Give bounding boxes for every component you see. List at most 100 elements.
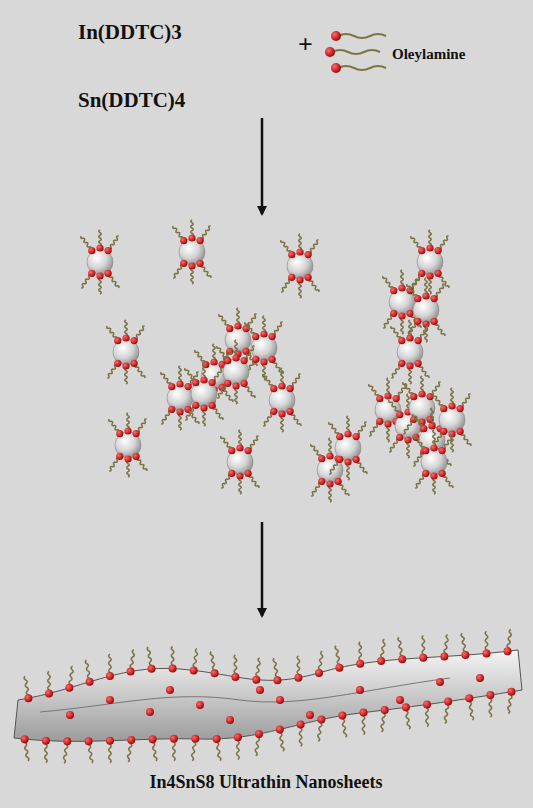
ligand-head [209,402,216,409]
ligand-tail [191,268,194,284]
ligand-tail [461,394,470,407]
ligand-head [188,234,195,241]
ligand-tail [329,438,332,454]
ligand-tail [235,340,238,356]
ligand-tail [403,421,412,434]
ligand-tail [425,278,428,294]
ligand-tail [357,422,366,435]
ligand-head [236,444,243,451]
ligand-head [318,478,325,485]
ligand-tail [109,419,119,432]
ligand-head [422,470,429,477]
ligand-head [192,379,199,386]
ligand-tail [273,322,282,335]
ligand-head [305,274,312,281]
ligand-tail [311,444,321,457]
ligand-head [465,694,473,702]
product-caption: In4SnS8 Ultrathin Nanosheets [149,772,382,793]
ligand-tail [221,475,230,488]
ligand-head [428,422,435,429]
ligand-head [419,654,427,662]
ligand-tail [281,368,284,384]
ligand-tail [433,394,443,407]
ligand-head [197,260,204,267]
ligand-head [315,669,323,677]
ligand-head [241,380,248,387]
ligand-head [116,453,123,460]
ligand-head [448,402,455,409]
ligand-head [305,251,312,258]
ligand-head [426,244,433,251]
ligand-tail [291,374,300,387]
ligand-tail [433,478,436,494]
ligand-tail [213,344,216,360]
oleylamine-icon [325,31,386,73]
ligand-head [148,665,156,673]
ligand-head [127,668,135,676]
ligand-head [45,689,53,697]
ligand-head [146,708,154,716]
ligand-head [444,697,452,705]
ligand-tail [389,439,398,452]
ligand-tail [223,389,233,402]
ligand-tail [185,368,195,381]
ligand-tail [281,240,291,253]
ligand-head [21,735,29,743]
ligand-tail [249,475,259,488]
ligand-head [210,358,217,365]
ligand-head [414,295,421,302]
ligand-tail [383,315,392,328]
ligand-head [423,700,431,708]
ligand-head [260,358,267,365]
ligand-head [273,676,281,684]
ligand-head [439,470,446,477]
ligand-head [384,420,391,427]
ligand-tail [281,279,290,292]
ligand-tail [461,433,471,446]
ligand-head [376,395,383,402]
ligand-head [435,270,442,277]
ligand-head [504,647,512,655]
ligand-head [278,410,285,417]
ligand-head [431,318,438,325]
ligand-head [486,691,494,699]
ligand-tail [433,430,436,446]
ligand-head [296,248,303,255]
ligand-head [384,392,391,399]
ligand-head [270,408,277,415]
ligand-tail [357,461,367,474]
ligand-head [133,430,140,437]
ligand-tail [137,458,147,471]
ligand-tail [201,226,210,239]
ligand-tail [245,385,255,398]
ligand-head [396,434,403,441]
ligand-tail [195,350,205,363]
ligand-head [440,428,447,435]
ligand-head [390,310,397,317]
ligand-head [353,456,360,463]
ligand-tail [435,323,445,336]
ligand-tail [203,410,206,426]
ligand-tail [109,236,118,249]
ligand-head [507,688,515,696]
ligand-head [124,455,131,462]
ligand-head [224,380,231,387]
ligand-head [326,480,333,487]
ligand-tail [263,374,273,387]
ligand-head [422,447,429,454]
ligand-tail [81,275,90,288]
ligand-tail [383,276,393,289]
ligand-tail [263,316,266,332]
ligand-tail [81,236,91,249]
ligand-head [197,237,204,244]
ligand-head [288,251,295,258]
ligand-head [232,354,239,361]
ligand-head [188,262,195,269]
precursor-label: In(DDTC)3 [78,20,182,45]
ligand-tail [239,430,242,446]
ligand-tail [401,318,404,334]
ligand-head [209,379,216,386]
ligand-tail [387,426,390,442]
ligand-tail [137,419,146,432]
ligand-head [196,701,204,709]
